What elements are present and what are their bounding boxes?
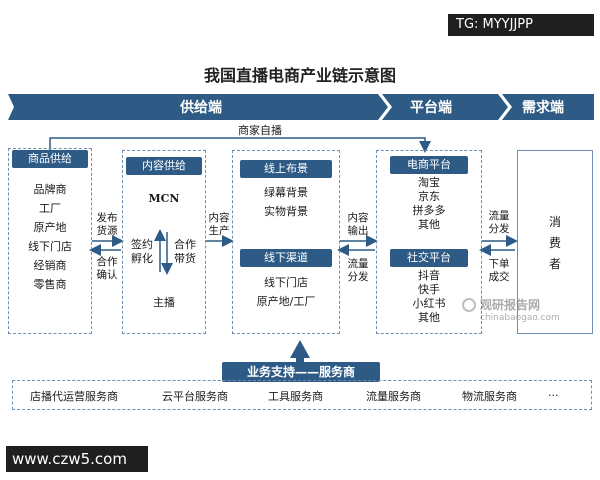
list-item: 实物背景 [264, 205, 308, 218]
list-item: 品牌商 [33, 183, 67, 196]
confirm-coop-label: 合作确认 [96, 256, 118, 281]
business-support-title: 业务支持——服务商 [222, 362, 380, 382]
band-demand [502, 94, 594, 120]
publish-source-label: 发布货源 [96, 212, 118, 237]
service-item: 物流服务商 [462, 390, 517, 403]
content-output-label: 内容输出 [347, 212, 369, 237]
coop-sales-label: 合作带货 [174, 238, 196, 265]
consumer-label: 消费者 [548, 215, 561, 271]
list-item: 其他 [418, 218, 440, 231]
band-supply-label: 供给端 [180, 100, 222, 116]
product-supply-list: 品牌商 工厂 原产地 线下门店 经销商 零售商 [8, 180, 92, 294]
product-supply-box [8, 148, 92, 334]
consumer-box [517, 150, 593, 334]
service-item: ... [548, 386, 559, 399]
list-item: 京东 [418, 190, 440, 203]
traffic-distribute-left-label: 流量分发 [347, 258, 369, 283]
list-item: 拼多多 [412, 204, 446, 217]
list-item: 淘宝 [418, 176, 440, 189]
online-scene-title: 线上布景 [240, 160, 332, 178]
social-platform-list: 抖音 快手 小红书 其他 [376, 269, 482, 325]
services-box [12, 380, 592, 410]
service-item: 云平台服务商 [162, 390, 228, 403]
content-supply-box [122, 150, 206, 334]
list-item: 原产地/工厂 [256, 295, 316, 308]
ecommerce-platform-list: 淘宝 京东 拼多多 其他 [376, 176, 482, 232]
traffic-distribute-right-label: 流量分发 [488, 210, 510, 235]
merchant-self-broadcast-line [49, 137, 431, 153]
list-item: 线下门店 [264, 276, 308, 289]
online-scene-list: 绿幕背景 实物背景 [232, 183, 340, 221]
business-support-arrow [290, 340, 310, 366]
list-item: 原产地 [33, 221, 67, 234]
mcn-label: MCN [148, 192, 180, 205]
service-item: 流量服务商 [366, 390, 421, 403]
list-item: 经销商 [33, 259, 67, 272]
band-supply [8, 94, 388, 120]
service-item: 店播代运营服务商 [30, 390, 118, 403]
service-item: 工具服务商 [268, 390, 323, 403]
merchant-self-broadcast-label: 商家自播 [230, 124, 290, 137]
sign-incubate-label: 签约孵化 [131, 238, 153, 265]
list-item: 零售商 [33, 278, 67, 291]
social-platform-title: 社交平台 [390, 249, 468, 267]
offline-channel-list: 线下门店 原产地/工厂 [232, 273, 340, 311]
product-supply-title: 商品供给 [12, 150, 88, 168]
list-item: 快手 [418, 283, 440, 296]
watermark-bottom: www.czw5.com [6, 446, 148, 472]
list-item: 小红书 [412, 297, 446, 310]
anchor-label: 主播 [153, 296, 175, 309]
band-demand-label: 需求端 [522, 100, 564, 116]
list-item: 线下门店 [28, 240, 72, 253]
scene-channel-box [232, 150, 340, 334]
offline-channel-title: 线下渠道 [240, 249, 332, 267]
list-item: 工厂 [39, 202, 61, 215]
content-supply-title: 内容供给 [126, 157, 202, 175]
watermark-top: TG: MYYJJPP [448, 14, 594, 36]
band-platform [382, 94, 508, 120]
content-production-label: 内容生产 [208, 212, 230, 237]
list-item: 其他 [418, 311, 440, 324]
order-deal-label: 下单成交 [488, 258, 510, 283]
band-platform-label: 平台端 [410, 100, 452, 116]
logo-icon [462, 297, 476, 312]
platform-box [376, 150, 482, 334]
list-item: 绿幕背景 [264, 186, 308, 199]
diagram-title: 我国直播电商产业链示意图 [203, 66, 396, 85]
logo: 观研报告网 chinabaogao.com [462, 296, 574, 323]
phase-band [8, 94, 594, 120]
ecommerce-platform-title: 电商平台 [390, 156, 468, 174]
list-item: 抖音 [418, 269, 440, 282]
